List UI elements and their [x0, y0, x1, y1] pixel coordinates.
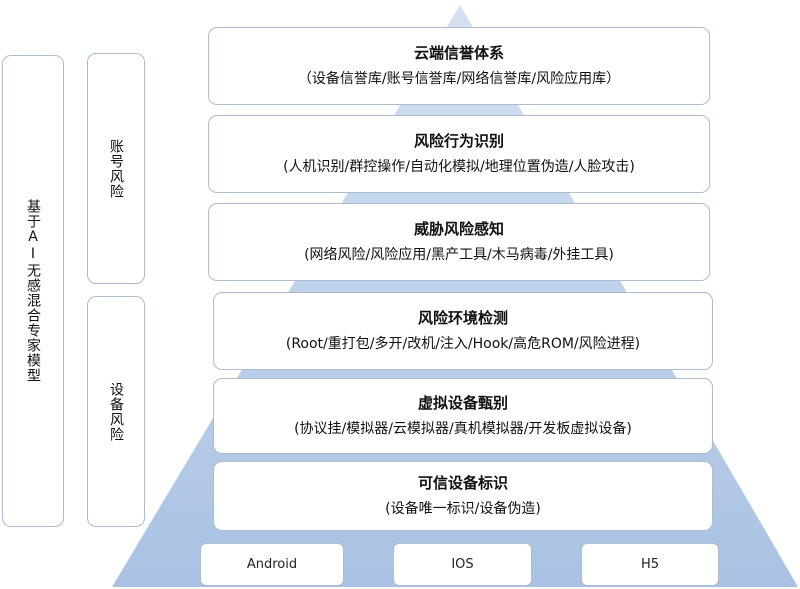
layer-title: 风险行为识别	[413, 132, 504, 150]
platform-label: IOS	[451, 557, 474, 572]
layer-desc: （设备信誉库/账号信誉库/网络信誉库/风险应用库）	[297, 71, 621, 87]
ai-model-label-box: 基于AI无感混合专家模型	[2, 55, 64, 527]
layer-threat-perception: 威胁风险感知 (网络风险/风险应用/黑产工具/木马病毒/外挂工具)	[208, 203, 710, 281]
layer-desc: (网络风险/风险应用/黑产工具/木马病毒/外挂工具)	[304, 247, 614, 263]
platform-label: H5	[640, 557, 660, 572]
ai-model-label: 基于AI无感混合专家模型	[25, 199, 41, 383]
layer-risk-behavior: 风险行为识别 (人机识别/群控操作/自动化模拟/地理位置伪造/人脸攻击)	[208, 115, 710, 193]
account-risk-label-box: 账号风险	[87, 53, 145, 284]
platform-ios: IOS	[393, 543, 532, 586]
layer-title: 可信设备标识	[417, 474, 508, 492]
account-risk-label: 账号风险	[108, 138, 124, 199]
layer-desc: (Root/重打包/多开/改机/注入/Hook/高危ROM/风险进程)	[285, 336, 641, 352]
device-risk-label: 设备风险	[108, 381, 124, 442]
layer-title: 风险环境检测	[417, 309, 508, 327]
layer-desc: (协议挂/模拟器/云模拟器/真机模拟器/开发板虚拟设备)	[294, 421, 632, 437]
device-risk-label-box: 设备风险	[87, 296, 145, 527]
layer-title: 云端信誉体系	[413, 44, 504, 62]
layer-title: 威胁风险感知	[413, 220, 504, 238]
layer-trusted-device: 可信设备标识 (设备唯一标识/设备伪造)	[213, 461, 713, 531]
layer-title: 虚拟设备甄别	[417, 394, 508, 412]
layer-virtual-device: 虚拟设备甄别 (协议挂/模拟器/云模拟器/真机模拟器/开发板虚拟设备)	[213, 378, 713, 454]
platform-h5: H5	[581, 543, 719, 586]
layer-cloud-reputation: 云端信誉体系 （设备信誉库/账号信誉库/网络信誉库/风险应用库）	[208, 27, 710, 105]
layer-environment-detection: 风险环境检测 (Root/重打包/多开/改机/注入/Hook/高危ROM/风险进…	[213, 292, 713, 370]
layer-desc: (人机识别/群控操作/自动化模拟/地理位置伪造/人脸攻击)	[283, 159, 635, 175]
platform-label: Android	[246, 557, 298, 572]
platform-android: Android	[200, 543, 344, 586]
layer-desc: (设备唯一标识/设备伪造)	[385, 501, 541, 517]
